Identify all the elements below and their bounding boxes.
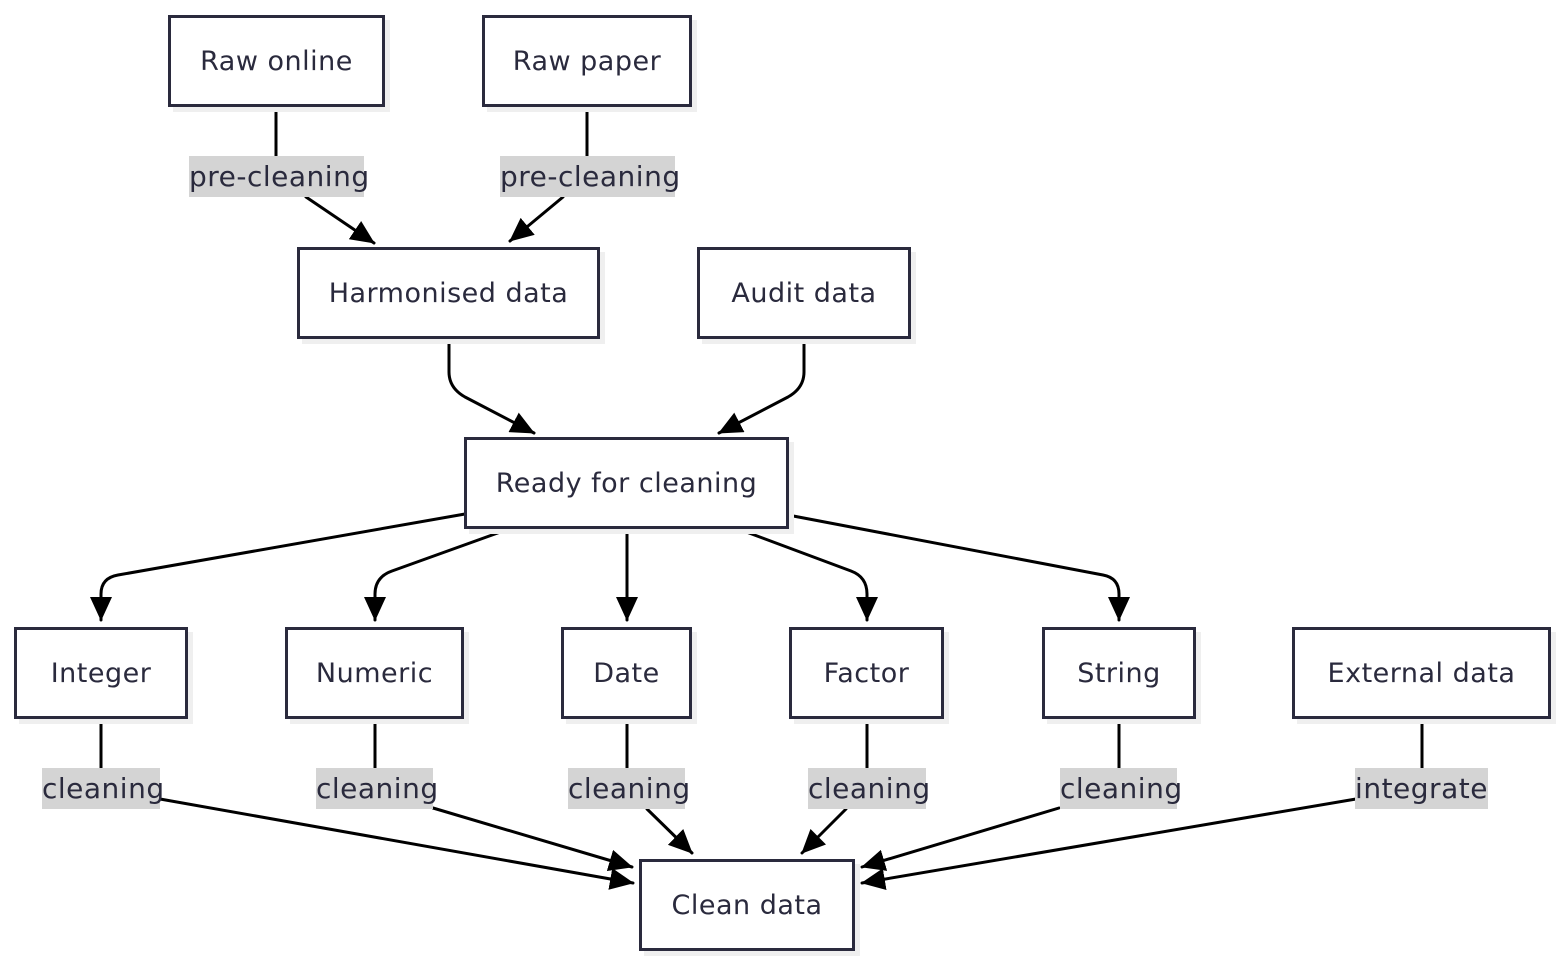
edge-date-to-clean (625, 717, 692, 853)
node-date: Date (561, 627, 692, 719)
edge-label-numeric: cleaning (316, 768, 438, 809)
edge-label-raw-paper: pre-cleaning (500, 156, 680, 197)
edge-raw-paper-to-harmonised (510, 105, 589, 241)
node-clean-data: Clean data (639, 859, 855, 951)
edge-label-factor: cleaning (808, 768, 930, 809)
edge-label-external: integrate (1355, 768, 1488, 809)
node-raw-paper: Raw paper (482, 15, 692, 107)
edge-label-raw-online: pre-cleaning (189, 156, 369, 197)
edge-label-date: cleaning (568, 768, 690, 809)
edge-label-string: cleaning (1060, 768, 1182, 809)
edge-raw-online-to-harmonised (274, 105, 374, 243)
node-raw-online: Raw online (168, 15, 385, 107)
edge-string-to-clean (862, 717, 1121, 867)
edge-ready-to-factor (739, 528, 878, 622)
node-string: String (1042, 627, 1196, 719)
edge-harmonised-to-ready (447, 337, 536, 435)
node-ready-for-cleaning: Ready for cleaning (464, 437, 789, 529)
edge-numeric-to-clean (373, 717, 632, 867)
edge-ready-to-integer (90, 512, 467, 622)
node-external-data: External data (1292, 627, 1551, 719)
edge-external-to-clean (862, 717, 1424, 883)
edge-label-integer: cleaning (42, 768, 164, 809)
edge-audit-to-ready (717, 337, 806, 435)
node-harmonised-data: Harmonised data (297, 247, 600, 339)
node-audit-data: Audit data (697, 247, 911, 339)
edge-ready-to-numeric (364, 528, 508, 622)
edge-factor-to-clean (802, 717, 869, 853)
edge-ready-to-string (786, 513, 1130, 622)
node-numeric: Numeric (285, 627, 464, 719)
node-factor: Factor (789, 627, 944, 719)
edge-integer-to-clean (99, 717, 633, 883)
node-integer: Integer (14, 627, 188, 719)
